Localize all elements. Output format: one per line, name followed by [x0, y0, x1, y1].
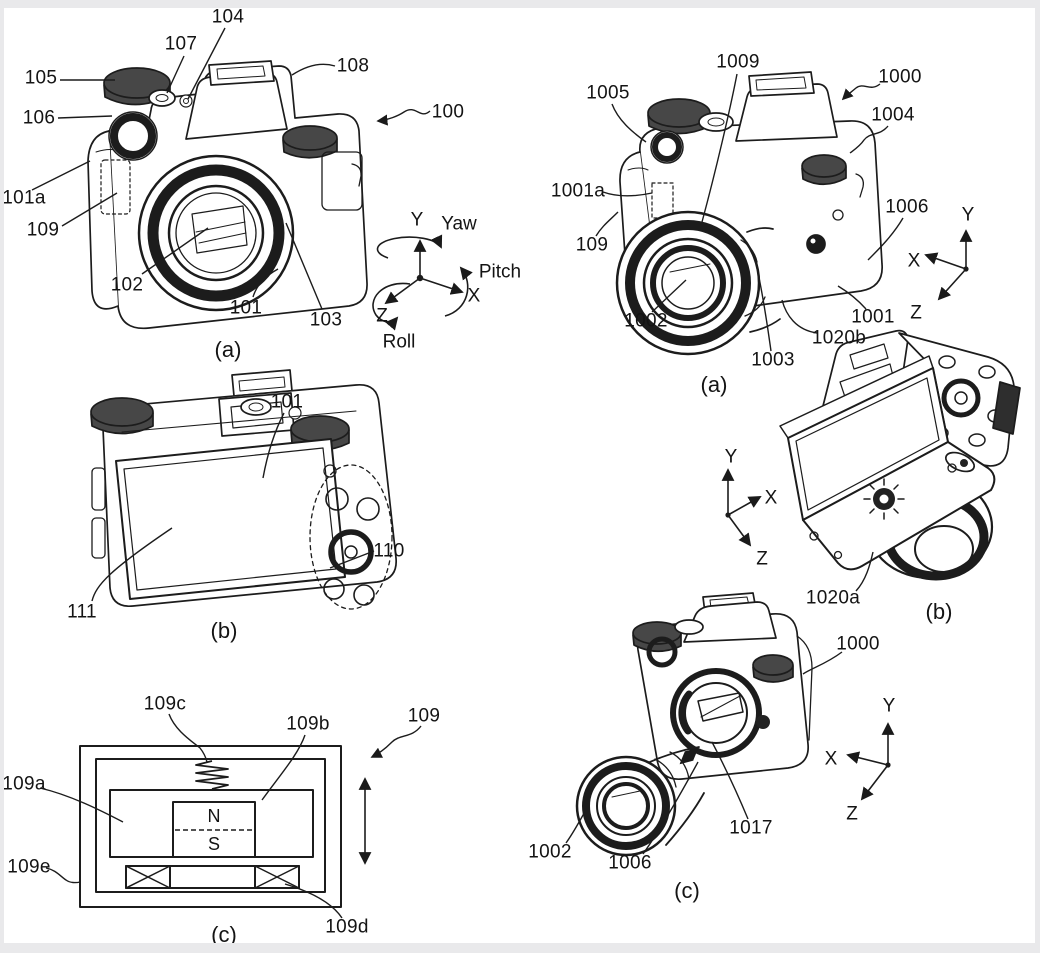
caption-left-a: (a): [214, 337, 242, 362]
ref-label-109-unit: 109: [407, 705, 441, 727]
axis-label-yaw: Yaw: [441, 213, 477, 235]
ref-label-108: 108: [336, 55, 370, 77]
axis-label-x-ra: X: [907, 250, 921, 272]
axis-label-pitch: Pitch: [478, 261, 522, 283]
coil-x-symbol-right: [254, 865, 300, 889]
caption-left-c: (c): [211, 922, 237, 947]
camera-lens-detached-drawing: [575, 592, 813, 857]
ref-label-1005: 1005: [586, 82, 630, 104]
ref-label-104: 104: [211, 6, 245, 28]
ref-label-1000-c: 1000: [836, 633, 880, 655]
ref-label-109d: 109d: [325, 916, 369, 938]
tripod-socket: [863, 478, 905, 520]
caption-left-b: (b): [210, 618, 238, 643]
axis-label-roll: Roll: [382, 331, 416, 353]
ref-label-101a: 101a: [2, 187, 46, 209]
ref-label-1001a: 1001a: [550, 180, 606, 202]
page-border-left: [0, 0, 4, 953]
ref-label-1001: 1001: [851, 306, 895, 328]
ref-label-109e: 109e: [7, 856, 51, 878]
page-border-right: [1035, 0, 1040, 953]
ref-label-102: 102: [110, 274, 144, 296]
ref-label-1009: 1009: [716, 51, 760, 73]
magnet-north-label: N: [207, 806, 221, 826]
axis-label-y-rot: Y: [410, 209, 424, 231]
yaw-rotation-arrow: [376, 234, 443, 259]
camera-front-drawing: [87, 60, 368, 330]
leader-lines-left-a: [31, 27, 431, 310]
axis-label-y-ra: Y: [961, 204, 975, 226]
ref-label-1004: 1004: [871, 104, 915, 126]
ref-label-109c: 109c: [143, 693, 187, 715]
ref-label-101-front: 101: [229, 297, 263, 319]
roll-rotation-arrow: [372, 282, 411, 331]
axis-label-y-rb: Y: [724, 446, 738, 468]
ref-label-1003: 1003: [751, 349, 795, 371]
axis-label-z-rc: Z: [846, 803, 858, 825]
leader-lines-left-c: [39, 713, 422, 919]
camera-bottom-drawing: [779, 329, 1021, 581]
ref-label-109b: 109b: [286, 713, 330, 735]
caption-right-a: (a): [700, 372, 728, 397]
ref-label-101-rear: 101: [270, 391, 304, 413]
coil-x-symbol-left: [125, 865, 171, 889]
camera-with-lens-drawing: [615, 71, 883, 356]
leader-lines-right-a: [595, 73, 904, 352]
page-border-top: [0, 0, 1040, 8]
leader-lines-left-b: [91, 412, 375, 602]
ref-label-1017: 1017: [729, 817, 773, 839]
axis-label-x-rb: X: [764, 487, 778, 509]
xyz-axes-right-b: [721, 468, 762, 547]
shake-unit-schematic-drawing: [79, 745, 372, 908]
ref-label-105: 105: [24, 67, 58, 89]
page-border-bottom: [0, 943, 1040, 953]
axis-label-y-rc: Y: [882, 695, 896, 717]
xyz-axes-right-c: [846, 722, 895, 801]
xyz-axes-right-a: [924, 229, 973, 301]
ref-label-1000-a: 1000: [878, 66, 922, 88]
ref-label-109-right: 109: [575, 234, 609, 256]
attach-direction-arrow: [679, 747, 699, 765]
ref-label-103: 103: [309, 309, 343, 331]
spring-symbol: [195, 760, 229, 790]
leader-lines-right-b: [855, 551, 874, 592]
ref-label-109a: 109a: [2, 773, 46, 795]
ref-label-110: 110: [373, 540, 405, 562]
ref-label-107: 107: [164, 33, 198, 55]
pitch-rotation-arrow: [444, 266, 473, 317]
axis-label-z-rb: Z: [756, 548, 768, 570]
axis-label-x-rc: X: [824, 748, 838, 770]
ref-label-109-left: 109: [26, 219, 60, 241]
lens-release-button: [806, 234, 826, 254]
ref-label-106: 106: [22, 107, 56, 129]
axis-label-z-ra: Z: [910, 302, 922, 324]
ref-label-1020a: 1020a: [805, 587, 861, 609]
caption-right-b: (b): [925, 599, 953, 624]
leader-lines-right-c: [565, 651, 843, 855]
ref-label-111: 111: [67, 601, 97, 623]
camera-rear-drawing: [90, 369, 397, 610]
ref-label-1006-a: 1006: [885, 196, 929, 218]
magnet-south-label: S: [207, 834, 221, 854]
caption-right-c: (c): [674, 878, 700, 903]
ref-label-1002-a: 1002: [624, 310, 668, 332]
ref-label-1020b: 1020b: [811, 327, 867, 349]
ref-label-1006-c: 1006: [608, 852, 652, 874]
axis-label-z-rot: Z: [376, 305, 388, 327]
axis-label-x-rot: X: [467, 285, 481, 307]
ref-label-1002-c: 1002: [528, 841, 572, 863]
ref-label-100: 100: [431, 101, 465, 123]
rotation-axes-diagram: [372, 234, 473, 331]
